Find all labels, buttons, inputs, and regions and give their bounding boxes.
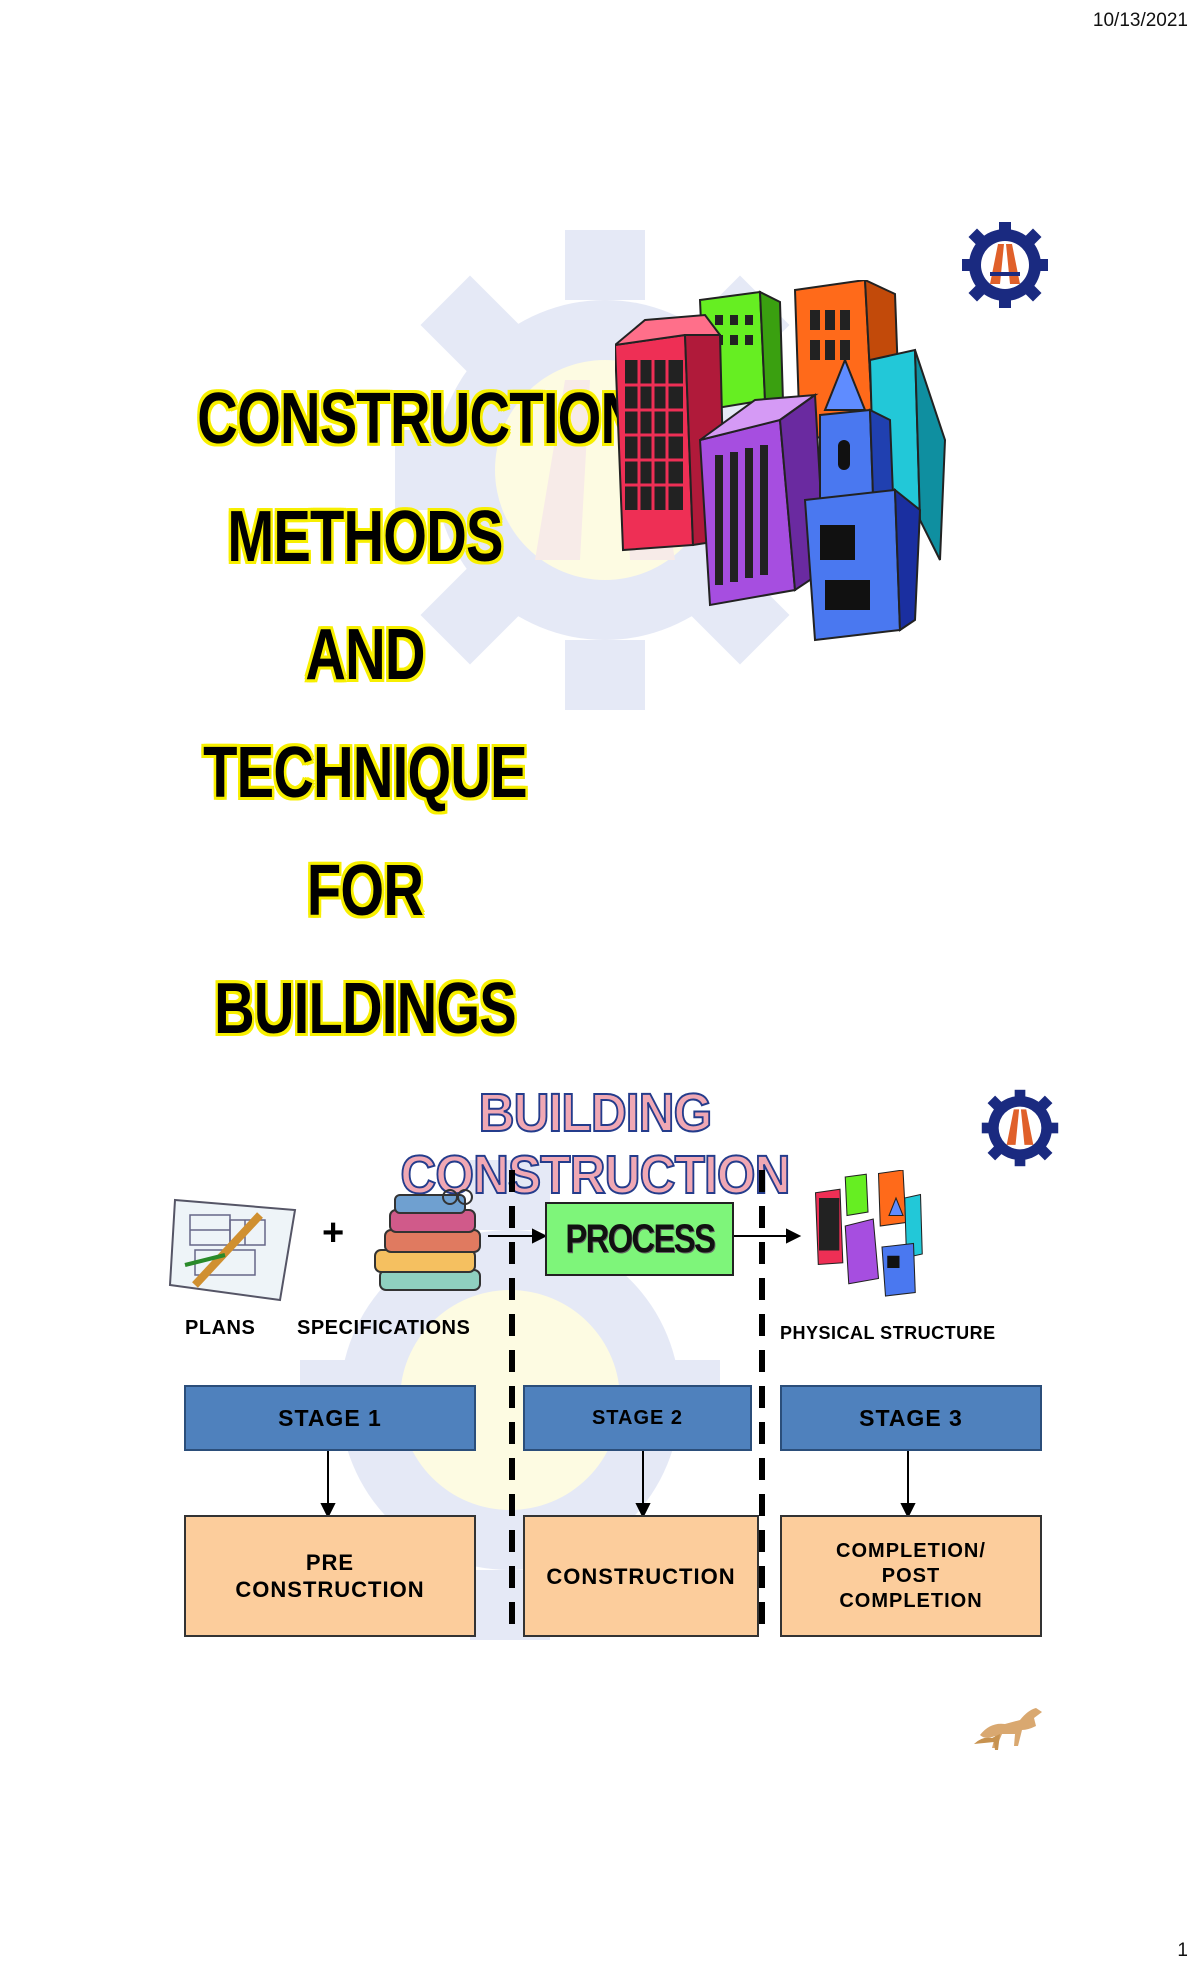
process-slide: BUILDING CONSTRUCTION + — [0, 1050, 1200, 1770]
construction-box: CONSTRUCTION — [523, 1515, 759, 1637]
pre-construction-box: PRE CONSTRUCTION — [184, 1515, 476, 1637]
title-line: METHODS AND — [227, 497, 503, 695]
specification-books-icon — [374, 1189, 481, 1291]
result-line: POST — [881, 1564, 941, 1587]
stage-2-box: STAGE 2 — [523, 1385, 752, 1451]
plans-label: PLANS — [185, 1317, 256, 1339]
slide-title: BUILDING CONSTRUCTION — [399, 1082, 791, 1206]
result-line: PRE — [305, 1550, 355, 1575]
result-line: CONSTRUCTION — [235, 1577, 425, 1602]
result-line: COMPLETION/ — [836, 1539, 986, 1562]
process-label: PROCESS — [565, 1216, 716, 1261]
title-line: CONSTRUCTION — [197, 379, 641, 459]
title-slide: CONSTRUCTION METHODS AND TECHNIQUE FOR B… — [0, 170, 1200, 1049]
page-number: 1 — [1177, 1940, 1188, 1961]
flow-connectors — [320, 1170, 916, 1625]
page-date: 10/13/2021 — [1092, 10, 1188, 31]
university-logo-icon — [962, 222, 1048, 308]
stage-label: STAGE 3 — [859, 1404, 963, 1431]
completion-box: COMPLETION/ POST COMPLETION — [780, 1515, 1042, 1637]
stage-3-box: STAGE 3 — [780, 1385, 1042, 1451]
stage-label: STAGE 2 — [591, 1406, 684, 1429]
process-box: PROCESS — [545, 1202, 734, 1276]
presentation-title: CONSTRUCTION METHODS AND TECHNIQUE FOR B… — [197, 360, 641, 1068]
plus-sign: + — [322, 1212, 345, 1254]
stage-label: STAGE 1 — [278, 1404, 382, 1431]
physical-structure-label: PHYSICAL STRUCTURE — [780, 1323, 996, 1343]
horse-logo-icon — [974, 1708, 1042, 1750]
title-line: BUILDINGS — [214, 969, 517, 1049]
blueprint-plans-icon — [168, 1198, 297, 1302]
result-line: COMPLETION — [839, 1589, 983, 1612]
city-buildings-illustration — [615, 280, 947, 642]
physical-structure-buildings-icon — [814, 1170, 923, 1297]
specifications-label: SPECIFICATIONS — [297, 1317, 471, 1339]
title-line: TECHNIQUE FOR — [203, 733, 528, 931]
stage-1-box: STAGE 1 — [184, 1385, 476, 1451]
university-logo-icon — [981, 1089, 1059, 1167]
result-line: CONSTRUCTION — [546, 1563, 736, 1589]
